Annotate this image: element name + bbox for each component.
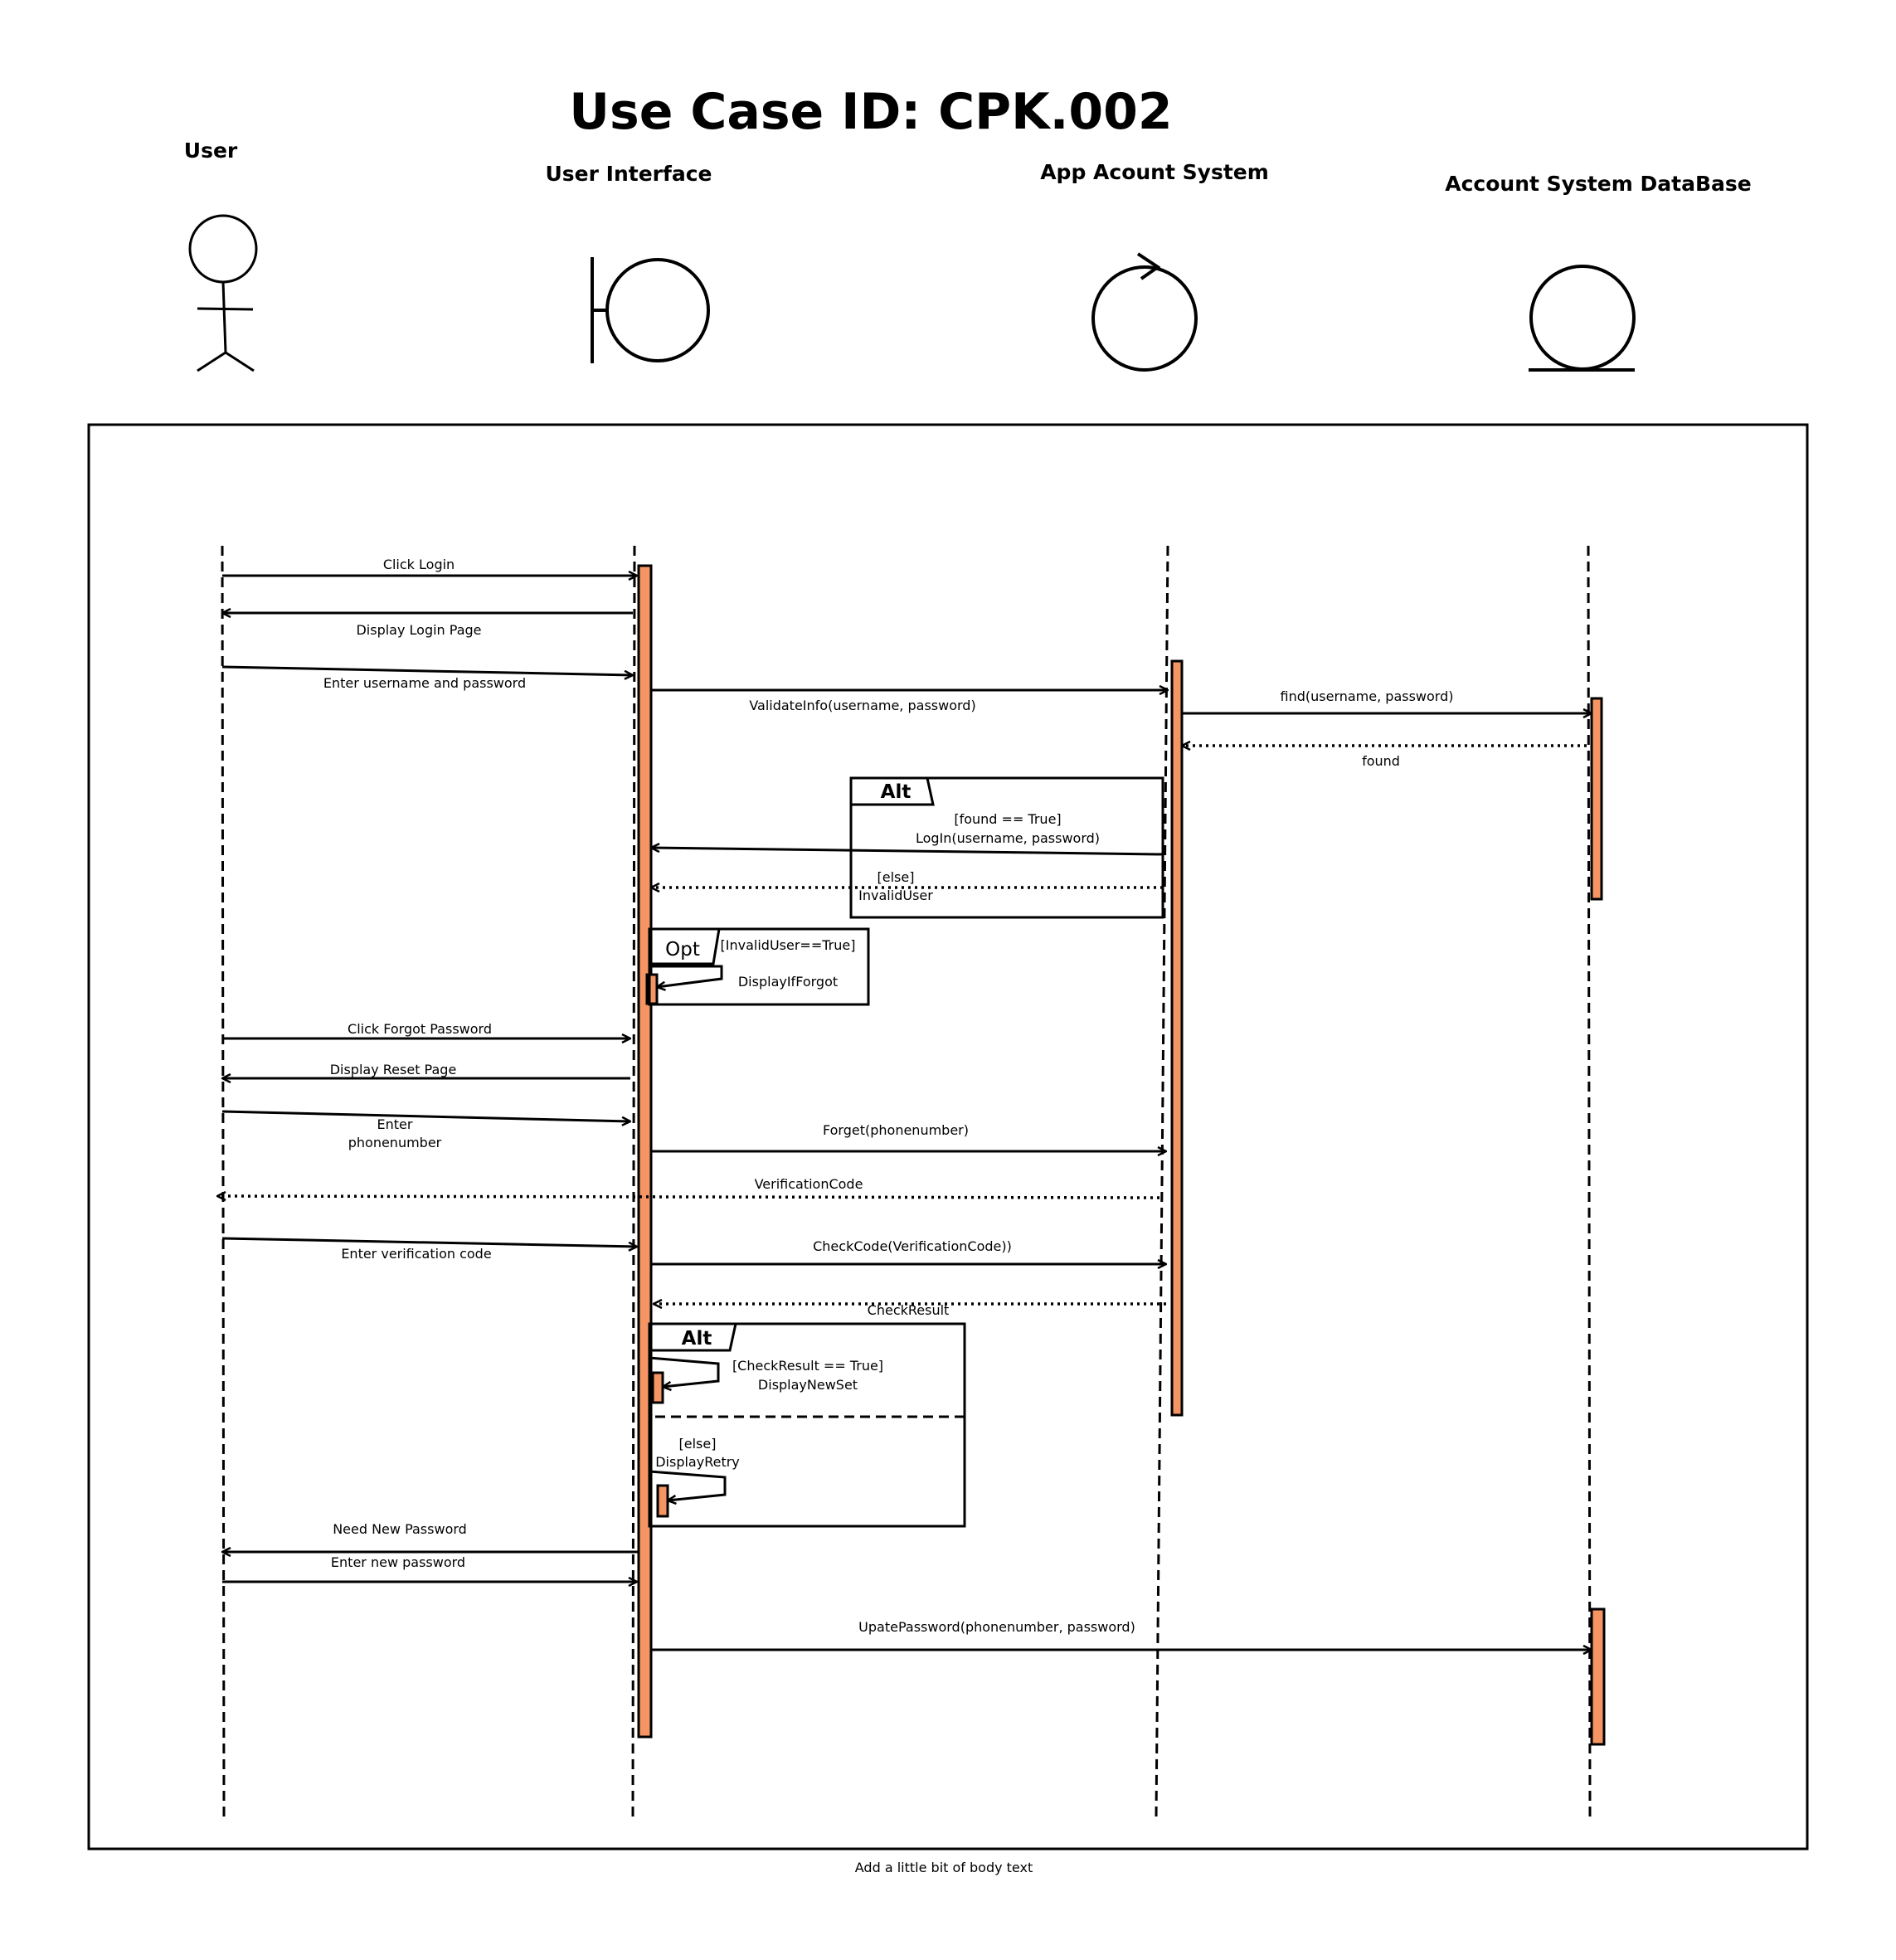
guard-label-invalid-user: [InvalidUser==True]: [721, 937, 856, 953]
message-label-login: LogIn(username, password): [916, 830, 1100, 846]
message-label-update-password: UpatePassword(phonenumber, password): [858, 1619, 1135, 1635]
message-label-enter-code: Enter verification code: [341, 1246, 491, 1262]
message-label-verification-code: VerificationCode: [755, 1176, 863, 1192]
lifeline-ui: [631, 545, 636, 1817]
message-arrow-enter-code: [221, 1237, 637, 1247]
diagram-frame: [87, 423, 1809, 1851]
message-label-invalid-user: InvalidUser: [858, 888, 933, 903]
message-label-check-result: CheckResult: [868, 1302, 950, 1318]
message-label-display-login-page: Display Login Page: [356, 622, 481, 638]
actor-label-ui: User Interface: [545, 162, 712, 186]
message-label-enter-line2: phonenumber: [348, 1135, 442, 1150]
message-label-display-new-set: DisplayNewSet: [758, 1377, 858, 1393]
message-label-click-login: Click Login: [383, 557, 455, 572]
message-label-click-forgot: Click Forgot Password: [348, 1021, 492, 1037]
message-arrow-enter-credentials: [221, 665, 633, 675]
activation-system: [1170, 659, 1184, 1417]
message-arrow-display-if-forgot: [649, 965, 723, 987]
guard-label-else-check: [else]: [679, 1436, 717, 1452]
boundary-icon: [591, 257, 710, 363]
activation-ui-newset: [651, 1371, 664, 1404]
message-arrow-enter-phonenumber: [221, 1110, 630, 1121]
message-label-display-if-forgot: DisplayIfForgot: [738, 974, 838, 990]
message-label-enter-new-password: Enter new password: [331, 1554, 465, 1570]
message-arrow-verification-code: [217, 1196, 1160, 1198]
actor-label-db: Account System DataBase: [1445, 172, 1751, 196]
message-arrow-display-new-set: [649, 1356, 720, 1387]
message-label-forget: Forget(phonenumber): [823, 1122, 969, 1138]
activation-ui: [637, 564, 653, 1739]
opt-fragment-label: Opt: [665, 939, 700, 961]
alt-fragment-check: [648, 1322, 966, 1528]
page-title: Use Case ID: CPK.002: [569, 83, 1172, 141]
guard-label-else-login: [else]: [878, 869, 915, 885]
message-arrow-display-retry: [649, 1470, 727, 1500]
stick-figure-icon: [188, 214, 258, 372]
message-label-display-retry: DisplayRetry: [655, 1454, 740, 1470]
alt-fragment-check-label: Alt: [682, 1328, 712, 1350]
message-label-validate-info: ValidateInfo(username, password): [749, 698, 975, 713]
message-label-enter-line1: Enter: [377, 1116, 413, 1132]
alt-fragment-login-label: Alt: [881, 781, 912, 803]
guard-label-check-result-true: [CheckResult == True]: [732, 1358, 883, 1374]
lifeline-user: [221, 545, 226, 1817]
activation-ui-retry: [656, 1484, 669, 1518]
activation-db-update: [1590, 1607, 1606, 1746]
actor-label-system: App Acount System: [1040, 160, 1269, 184]
entity-icon: [1529, 265, 1636, 372]
lifeline-db: [1587, 545, 1592, 1817]
message-label-display-reset-page: Display Reset Page: [330, 1062, 457, 1077]
message-label-found: found: [1362, 753, 1400, 769]
body-text-caption: Add a little bit of body text: [855, 1860, 1033, 1875]
message-arrow-login: [651, 848, 1164, 856]
lifeline-system: [1155, 545, 1169, 1817]
message-label-need-new-password: Need New Password: [333, 1521, 467, 1537]
actor-label-user: User: [184, 139, 238, 163]
message-label-find: find(username, password): [1281, 688, 1454, 704]
message-label-check-code: CheckCode(VerificationCode)): [813, 1238, 1012, 1254]
activation-db-find: [1590, 697, 1603, 901]
guard-label-found-true: [found == True]: [954, 811, 1061, 827]
alt-fragment-login: [849, 776, 1164, 919]
control-icon: [1091, 252, 1198, 372]
message-label-enter-credentials: Enter username and password: [323, 675, 526, 691]
